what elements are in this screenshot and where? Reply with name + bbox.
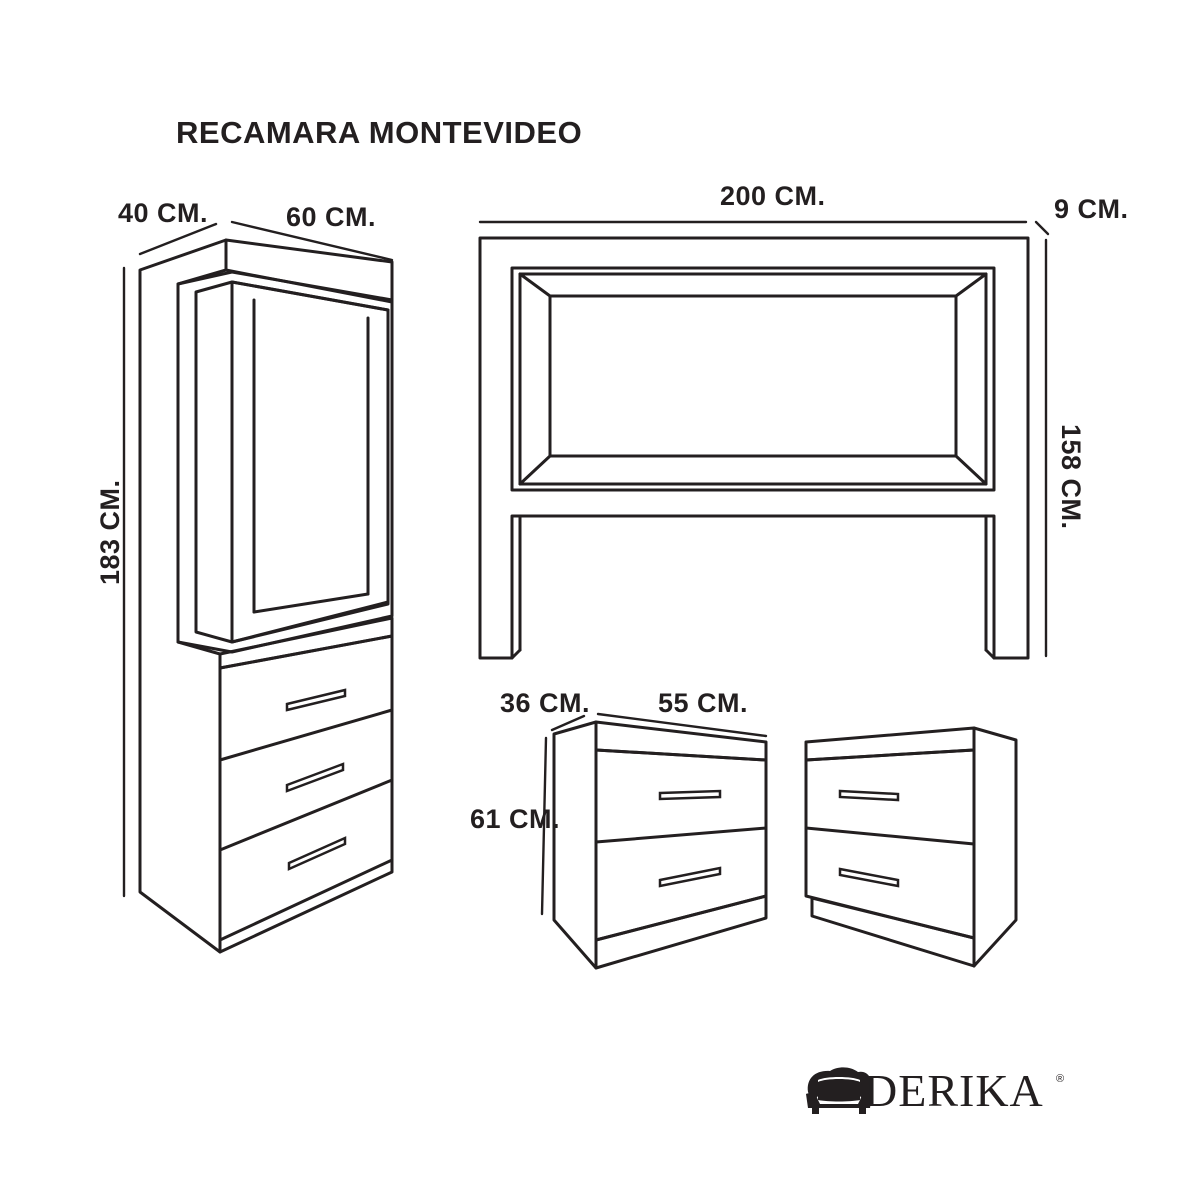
headboard-panel-recess xyxy=(518,272,988,486)
nightstand-height-label: 61 CM. xyxy=(470,804,560,834)
wardrobe-width-line xyxy=(230,220,394,262)
nightstand-left-drawer-2-handle xyxy=(658,866,722,888)
nightstand-right-plinth xyxy=(810,896,976,968)
nightstand-right-drawer-1-handle xyxy=(838,789,900,802)
brand-registered-mark: ® xyxy=(1056,1073,1064,1085)
nightstand-depth-label: 36 CM. xyxy=(500,688,590,718)
wardrobe-upper-frame xyxy=(176,270,394,654)
headboard-panel-outer xyxy=(510,266,996,492)
headboard-bevel-br xyxy=(954,454,988,486)
headboard-width-label: 200 CM. xyxy=(720,181,826,211)
wardrobe-drawer-1-handle xyxy=(285,688,347,712)
headboard-depth-label: 9 CM. xyxy=(1054,194,1129,224)
headboard-drawing xyxy=(478,220,1050,660)
wardrobe-drawer-divider-2 xyxy=(218,778,394,852)
nightstand-right-side xyxy=(972,726,1018,968)
wardrobe-side-panel xyxy=(138,238,228,954)
nightstand-right-front xyxy=(804,748,976,940)
headboard-panel-center xyxy=(548,294,958,458)
nightstand-left-plinth xyxy=(594,894,768,970)
headboard-bevel-bl xyxy=(518,454,552,486)
wardrobe-top-cap xyxy=(224,238,394,304)
brand-logo: DERIKA ® xyxy=(806,1065,1064,1116)
nightstand-width-label: 55 CM. xyxy=(658,688,748,718)
wardrobe-drawer-2-handle xyxy=(285,762,345,793)
nightstand-height-line xyxy=(540,736,548,916)
nightstand-left-drawer-1-handle xyxy=(658,789,722,801)
wardrobe-height-label: 183 CM. xyxy=(95,479,125,585)
brand-name: DERIKA xyxy=(864,1065,1044,1116)
nightstand-right-drawer-divider xyxy=(804,826,976,846)
wardrobe-upper-frame-inner xyxy=(194,280,390,644)
wardrobe-mirror-door xyxy=(230,280,390,644)
wardrobe-door-rail-bottom xyxy=(252,592,370,614)
headboard-leg-right-foot xyxy=(984,648,996,660)
headboard-outer-frame xyxy=(478,236,1030,660)
wardrobe-depth-line xyxy=(138,222,218,256)
wardrobe-chest-base-line xyxy=(218,858,394,942)
headboard-leg-left-foot xyxy=(510,648,522,660)
armchair-icon xyxy=(806,1067,872,1114)
page-title: RECAMARA MONTEVIDEO xyxy=(176,115,582,150)
headboard-depth-line xyxy=(1034,220,1050,236)
nightstand-left-side xyxy=(552,720,598,970)
wardrobe-drawer-3-handle xyxy=(287,836,347,871)
headboard-bevel-tr xyxy=(954,272,988,298)
nightstand-left-drawing xyxy=(540,712,768,970)
nightstand-left-front xyxy=(594,748,768,942)
wardrobe-chest-front xyxy=(218,634,394,954)
wardrobe-depth-label: 40 CM. xyxy=(118,198,208,228)
nightstand-right-drawer-2-handle xyxy=(838,867,900,888)
nightstand-right-drawing xyxy=(804,726,1018,968)
nightstand-width-line xyxy=(596,712,768,738)
headboard-bevel-tl xyxy=(518,272,552,298)
wardrobe-width-label: 60 CM. xyxy=(286,202,376,232)
headboard-height-label: 158 CM. xyxy=(1056,424,1086,530)
nightstand-left-drawer-divider xyxy=(594,826,768,844)
nightstand-depth-line xyxy=(550,714,586,732)
wardrobe-drawer-divider-1 xyxy=(218,708,394,762)
wardrobe-drawing xyxy=(122,220,394,954)
